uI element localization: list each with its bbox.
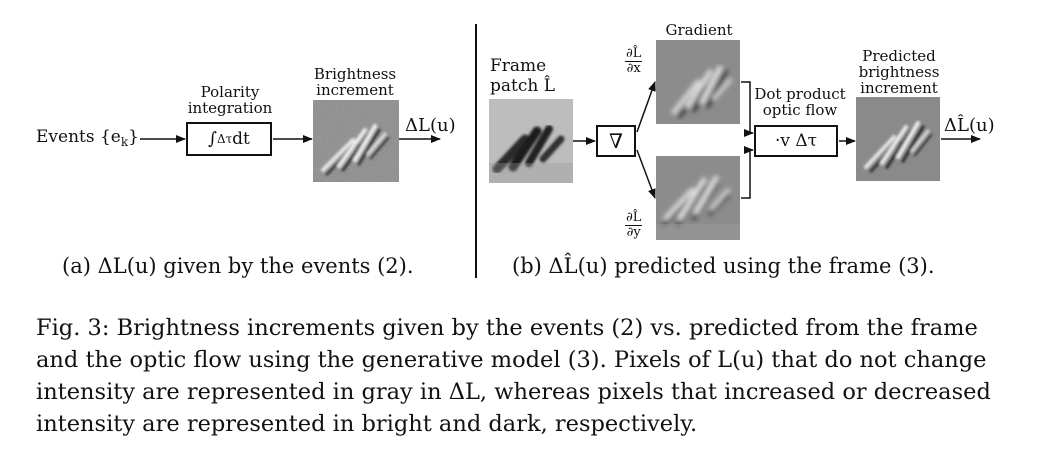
figure-caption: Fig. 3: Brightness increments given by t…	[36, 315, 991, 437]
caption-a: (a) ΔL(u) given by the events (2).	[62, 254, 414, 278]
arrow-gradient-to-dx	[636, 81, 656, 133]
gradient-operator-block: ∇	[596, 125, 636, 157]
polarity-integration-title: Polarity integration	[187, 83, 273, 117]
polarity-integration-block: ∫Δτ dt	[186, 122, 272, 156]
brightness-increment-image	[313, 100, 399, 182]
delta-l-output-label: ΔL(u)	[405, 115, 456, 136]
gradient-y-image	[656, 156, 740, 240]
arrow-dy-to-dot	[741, 146, 754, 199]
frame-patch-image	[489, 99, 573, 183]
events-input-label: Events {ek}	[36, 127, 139, 150]
dot-product-title: Dot product optic flow	[754, 85, 846, 119]
dx-label: ∂L̂∂x	[625, 46, 643, 76]
gradient-x-image	[656, 40, 740, 124]
frame-patch-title: Frame patch L̂	[490, 56, 556, 96]
dot-product-block: ·v Δτ	[754, 125, 838, 157]
caption-b: (b) ΔL̂(u) predicted using the frame (3)…	[512, 254, 935, 278]
predicted-increment-title: Predicted brightness increment	[858, 47, 940, 97]
arrow-dx-to-dot	[741, 81, 754, 137]
arrow-gradient-to-dy	[636, 149, 656, 199]
connector-arrows	[140, 81, 981, 199]
dy-label: ∂L̂∂y	[625, 210, 643, 240]
brightness-increment-title: Brightness increment	[313, 65, 397, 99]
panel-divider	[475, 24, 477, 278]
predicted-output-label: ΔL̂(u)	[944, 115, 995, 136]
gradient-title: Gradient	[665, 21, 733, 39]
predicted-increment-image	[856, 97, 940, 181]
